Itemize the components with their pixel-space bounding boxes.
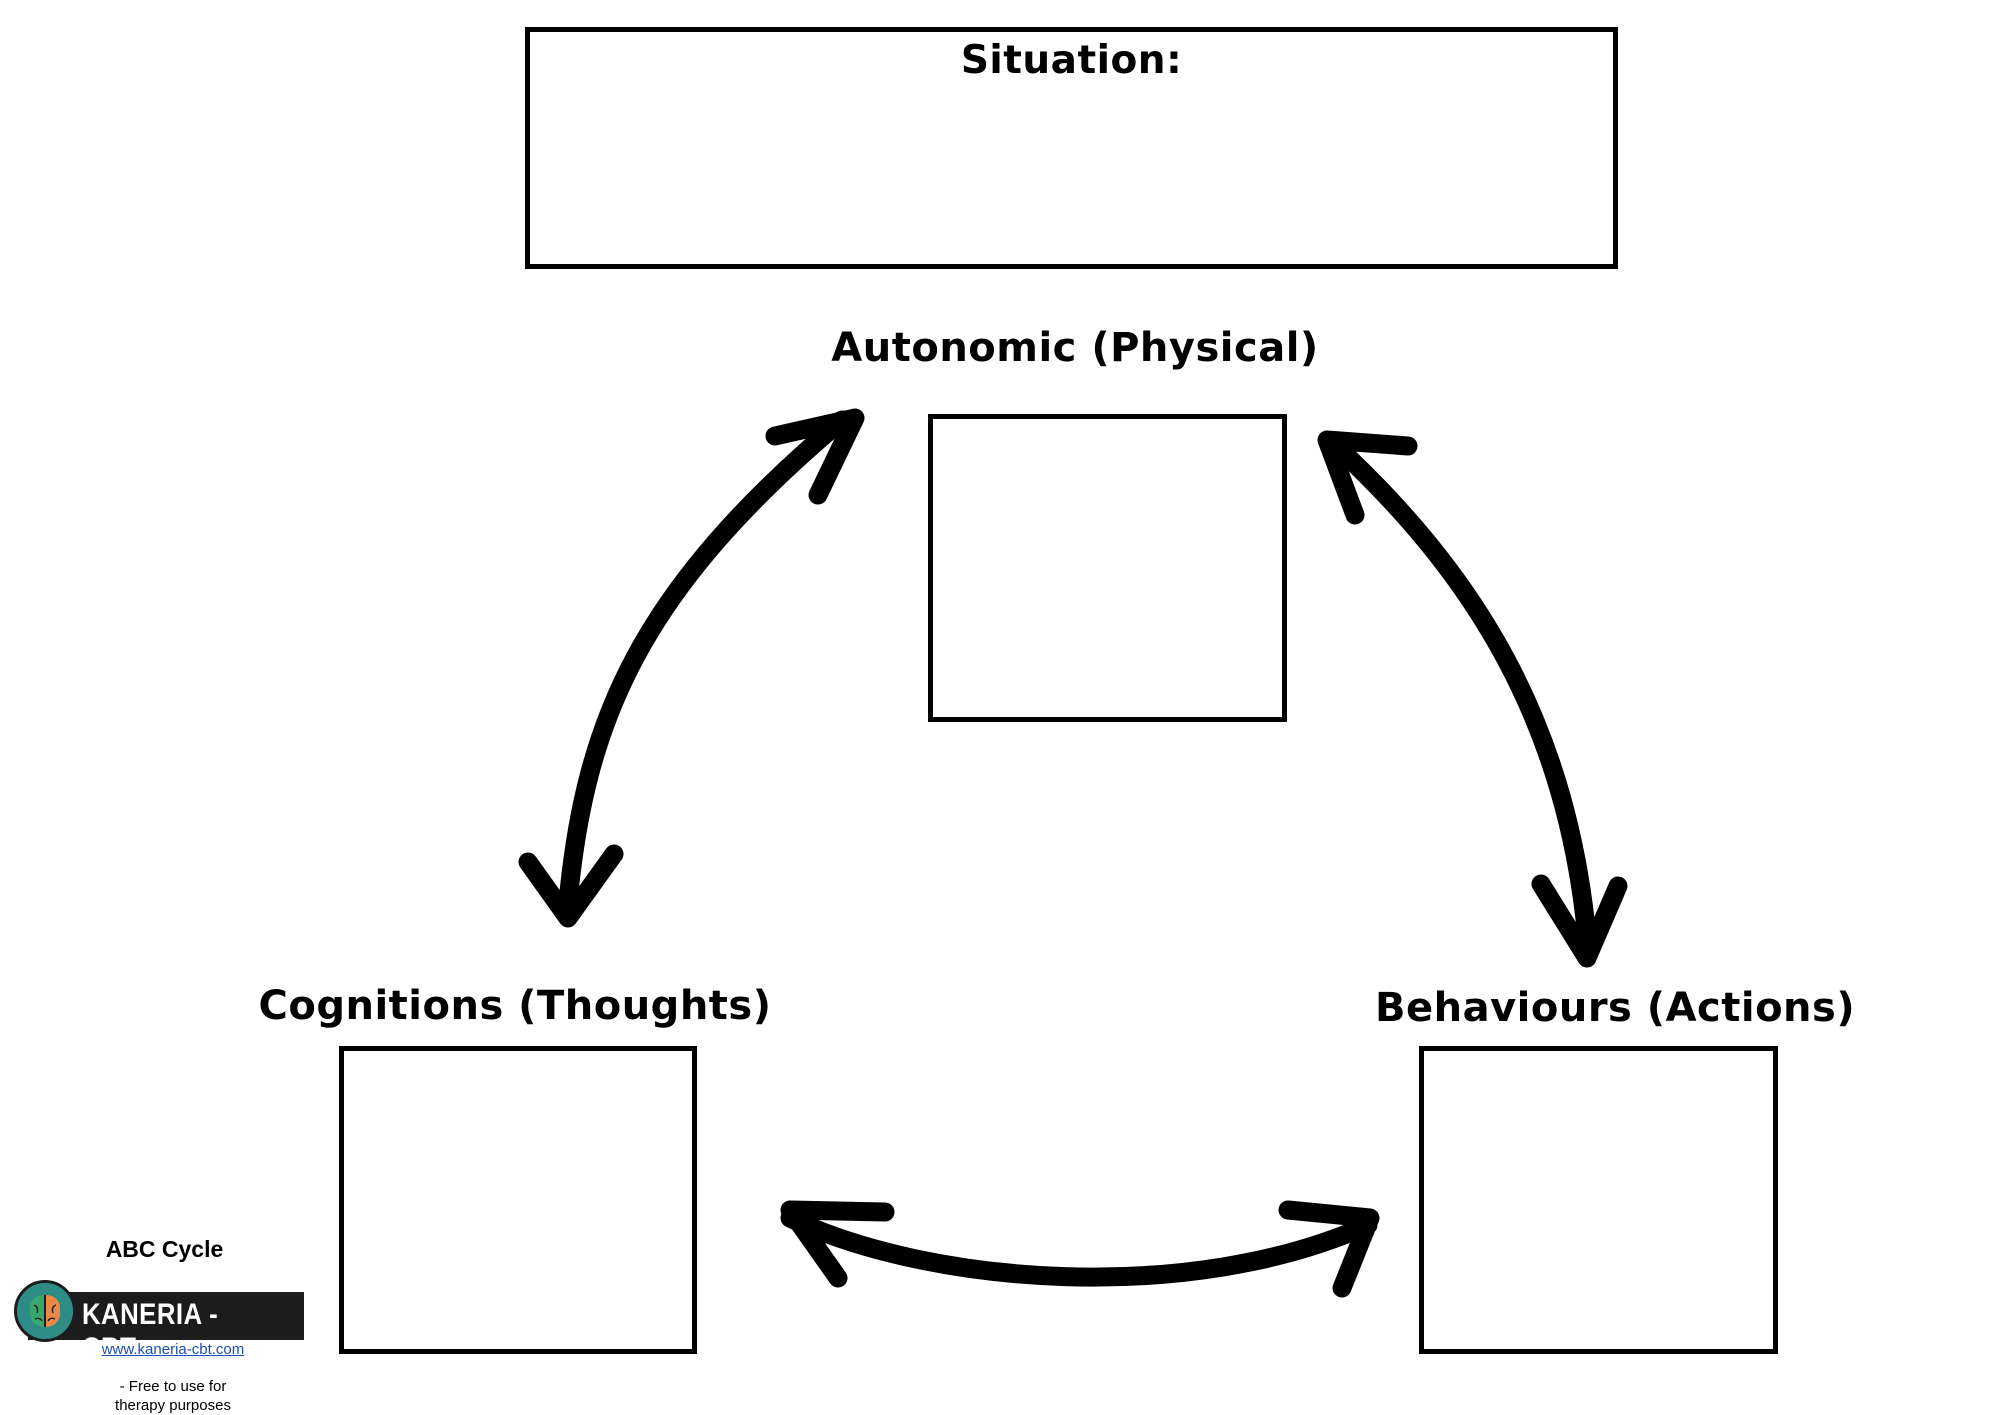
arrowhead-behaviours-top	[1531, 874, 1628, 968]
arrowhead-behaviours-left	[1278, 1200, 1380, 1298]
situation-box[interactable]	[525, 27, 1618, 269]
arrowhead-cognitions-right	[780, 1200, 895, 1288]
brand-note-line-2: therapy purposes	[115, 1397, 231, 1414]
situation-title: Situation:	[960, 38, 1183, 83]
arrow-cognitions-autonomic	[558, 410, 852, 912]
arrow-cognitions-behaviours	[780, 1208, 1378, 1287]
cognitions-box[interactable]	[339, 1046, 697, 1354]
autonomic-box[interactable]	[928, 414, 1287, 722]
brain-logo-icon	[14, 1280, 76, 1342]
behaviours-box[interactable]	[1419, 1046, 1778, 1354]
autonomic-label: Autonomic (Physical)	[831, 325, 1319, 371]
brand-website-link[interactable]: www.kaneria-cbt.com	[101, 1341, 245, 1358]
arrowhead-cognitions-top	[518, 844, 624, 928]
behaviours-label: Behaviours (Actions)	[1375, 985, 1856, 1031]
brand-note-line-1: - Free to use for	[119, 1378, 227, 1395]
brand-name: KANERIA - CBT	[82, 1298, 219, 1365]
brand-title: ABC Cycle	[105, 1236, 224, 1262]
cognitions-label: Cognitions (Thoughts)	[258, 983, 772, 1029]
arrow-autonomic-behaviours	[1325, 435, 1598, 960]
arrowhead-autonomic-top-left	[765, 408, 865, 505]
arrowhead-autonomic-top-right	[1317, 430, 1418, 525]
